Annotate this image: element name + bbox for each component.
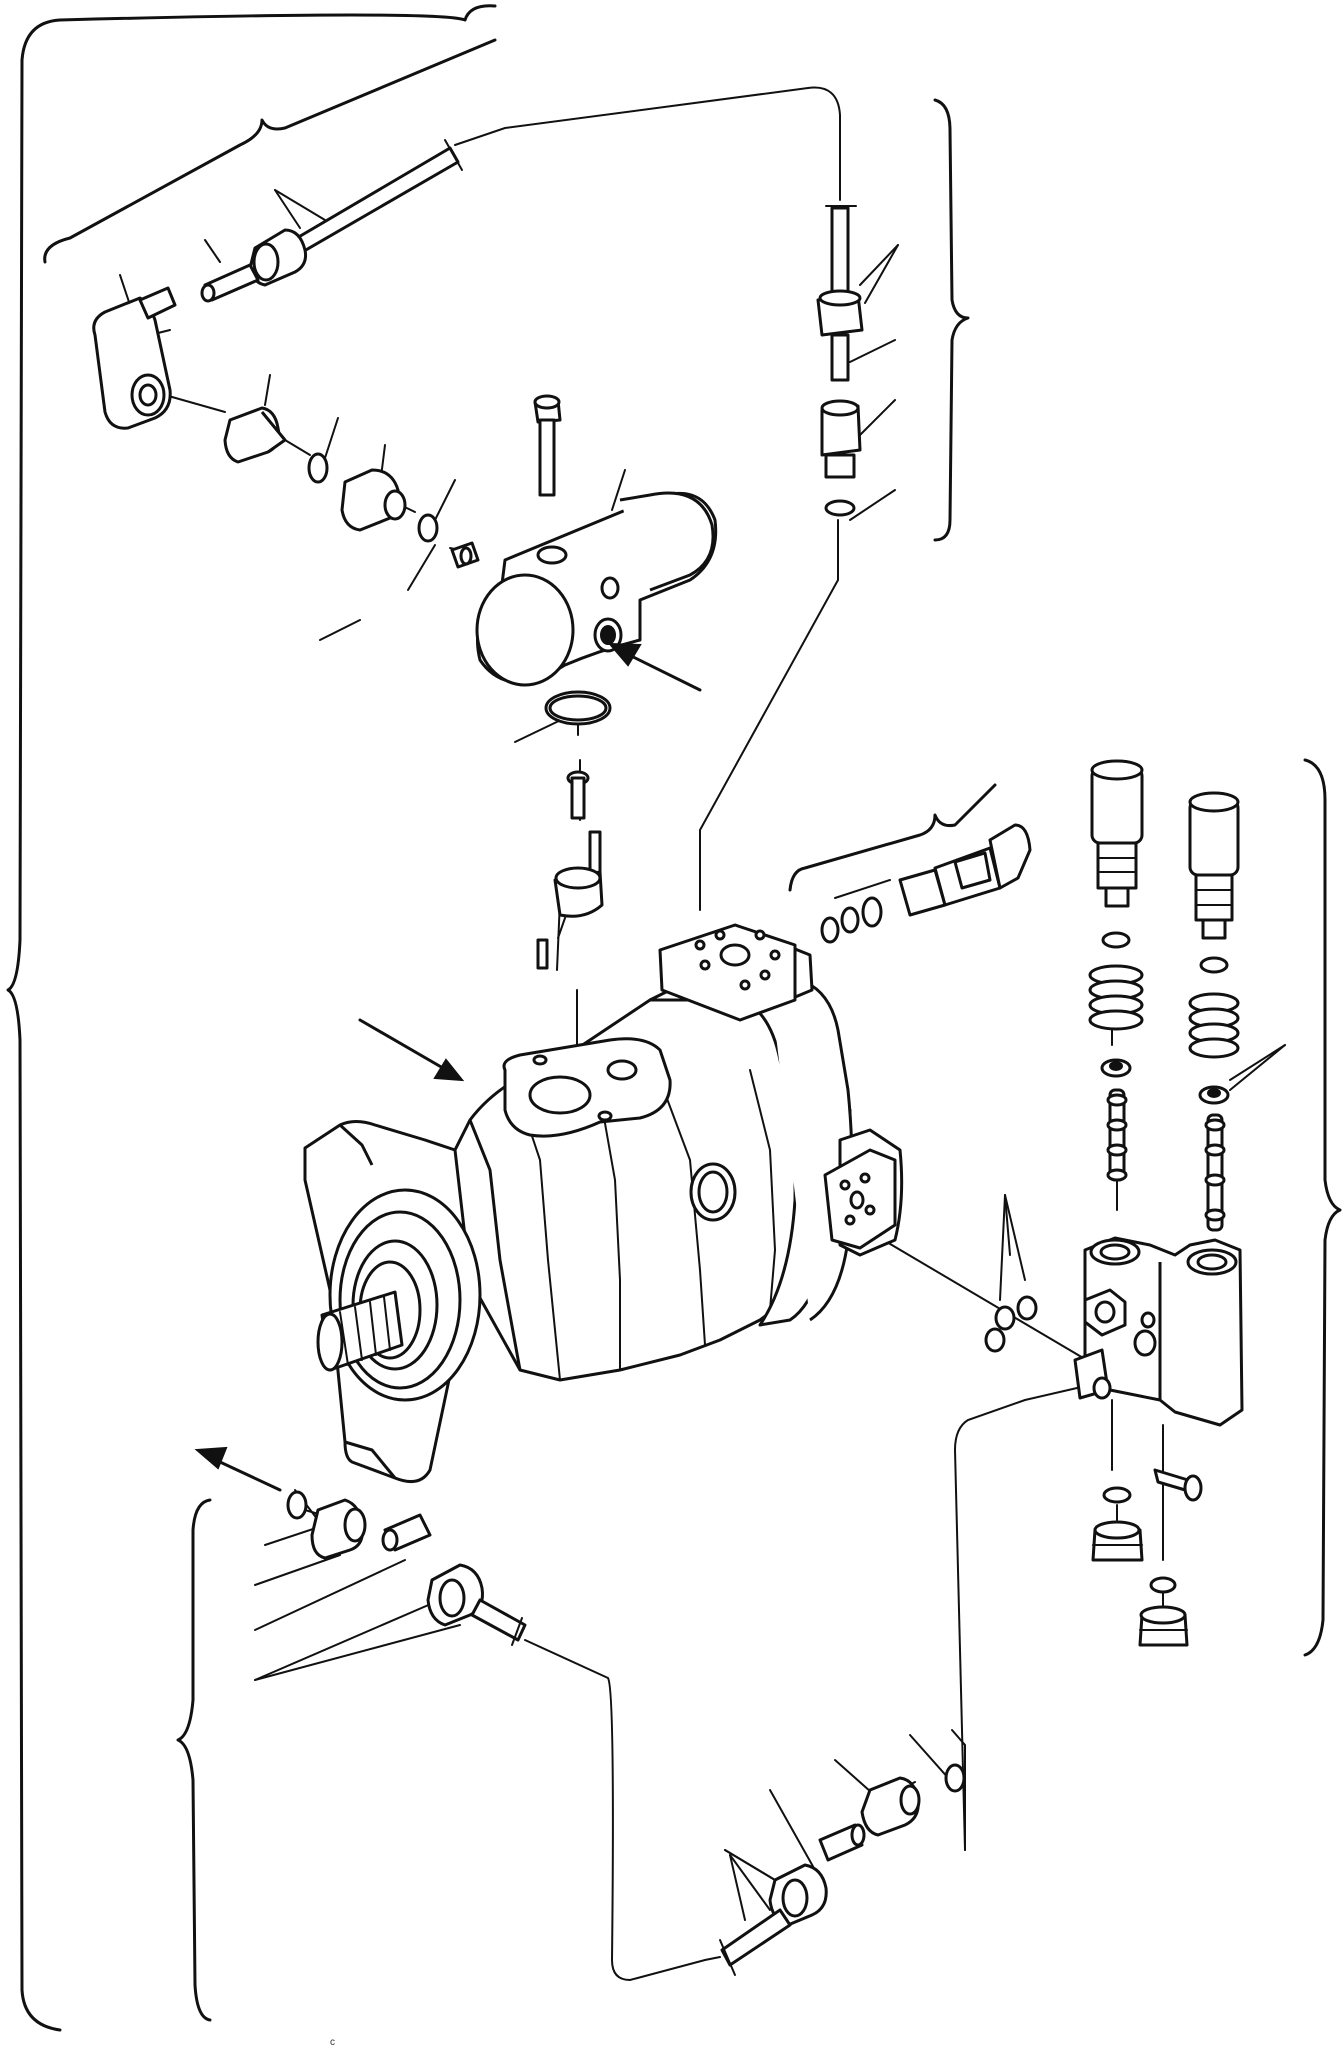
pressure-sensor bbox=[898, 823, 1032, 917]
connector-fitting-upper-right bbox=[820, 399, 862, 479]
o-ring-upper-left-1 bbox=[307, 452, 329, 484]
bracket-sensor-group bbox=[788, 783, 997, 892]
o-ring-upper-left-2 bbox=[417, 513, 439, 543]
o-ring-lower-left bbox=[286, 1490, 308, 1520]
plug-left bbox=[1091, 1520, 1144, 1562]
sleeve-nut-upper-left bbox=[248, 228, 307, 287]
plug-right bbox=[1138, 1605, 1189, 1647]
adapter-nut-upper-left bbox=[340, 468, 407, 532]
o-ring-plug-right bbox=[1149, 1576, 1177, 1594]
o-ring-cartridge-right bbox=[1199, 956, 1229, 974]
sleeve-nut-lower-center bbox=[768, 1863, 828, 1927]
dowel-pin bbox=[536, 938, 549, 970]
spring-seat-right bbox=[1198, 1085, 1230, 1105]
bracket-bottom-left-group bbox=[176, 1498, 212, 2022]
o-ring-valve-block bbox=[544, 690, 612, 726]
footer-mark: c bbox=[330, 2037, 335, 2048]
sleeve-nut-upper-right bbox=[816, 289, 864, 337]
poppet-spool-left bbox=[1106, 1088, 1128, 1182]
valve-block-top bbox=[475, 491, 718, 687]
o-ring-lower-center bbox=[944, 1763, 966, 1793]
bracket-main-left bbox=[6, 4, 497, 2032]
nipple-upper-left bbox=[200, 263, 260, 303]
connector-fitting-upper-left bbox=[223, 406, 287, 464]
small-sleeve-upper-left bbox=[450, 541, 480, 569]
pipe-tube-lower-center bbox=[719, 1908, 792, 1976]
relief-valve-body bbox=[1073, 1236, 1244, 1427]
pipe-tube-lower-left bbox=[470, 1598, 527, 1646]
pump-shaft-face bbox=[328, 1188, 482, 1402]
connector-fitting-lower-center bbox=[860, 1776, 921, 1837]
relief-valve-cartridge-right bbox=[1188, 791, 1240, 940]
poppet-spool-right bbox=[1204, 1113, 1226, 1232]
pump-top-boss bbox=[502, 1037, 672, 1138]
socket-bolt-mid bbox=[566, 770, 590, 820]
nipple-upper-right bbox=[830, 333, 850, 382]
pump-main-arrow bbox=[358, 1018, 465, 1082]
pipe-tube-upper-right bbox=[825, 205, 857, 300]
relief-valve-cartridge-left bbox=[1090, 759, 1144, 908]
o-ring-cartridge-left bbox=[1101, 931, 1131, 949]
pipe-routing-lines bbox=[149, 86, 1217, 1982]
flow-direction-arrow-bottom-left bbox=[194, 1446, 282, 1492]
socket-bolt-top bbox=[533, 394, 562, 497]
pump-control-port-block bbox=[658, 923, 814, 1022]
pump-drive-shaft bbox=[316, 1290, 404, 1372]
o-ring-upper-right bbox=[824, 499, 856, 517]
nipple-lower-left bbox=[381, 1513, 432, 1552]
nipple-lower-center bbox=[818, 1823, 866, 1862]
bracket-right-valve-group bbox=[1303, 758, 1342, 1657]
pump-side-port-block bbox=[823, 1148, 897, 1250]
spring-seat-left bbox=[1100, 1058, 1132, 1078]
o-rings-valve-body bbox=[984, 1295, 1038, 1353]
pipe-tube-upper-left bbox=[283, 139, 463, 260]
spacer-with-pin bbox=[553, 830, 604, 918]
valve-block-arrow bbox=[607, 642, 702, 692]
o-rings-sensor bbox=[820, 896, 883, 944]
spring-left bbox=[1088, 964, 1144, 1031]
bracket-top-left-group bbox=[43, 38, 497, 264]
socket-bolt-valve-body bbox=[1153, 1468, 1203, 1502]
connector-fitting-lower-left bbox=[310, 1498, 367, 1560]
elbow-fitting bbox=[92, 286, 177, 430]
bracket-right-upper-group bbox=[933, 98, 970, 542]
spring-right bbox=[1188, 992, 1240, 1059]
o-ring-plug-left bbox=[1102, 1486, 1132, 1504]
